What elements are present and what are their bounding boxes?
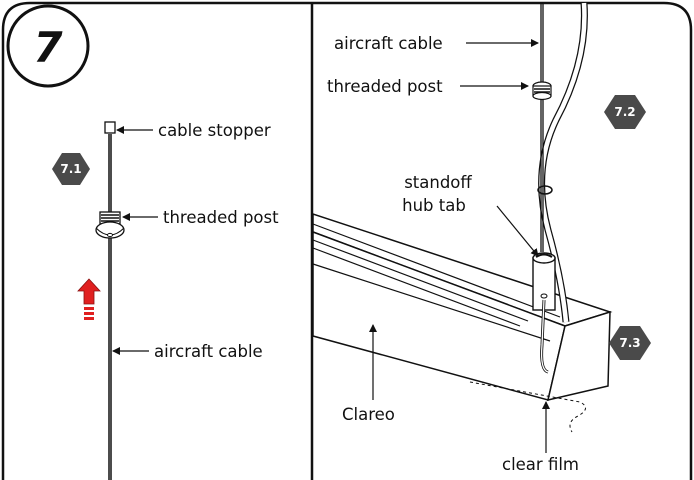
right-panel: 7.2 7.3 aircraft cable threaded post sta… <box>312 2 651 474</box>
badge-7-3: 7.3 <box>609 326 651 360</box>
cable-stopper-icon <box>104 121 116 134</box>
label-aircraft-cable-left: aircraft cable <box>154 342 263 361</box>
label-standoff: standoff <box>404 173 472 192</box>
fixture-groove <box>312 223 561 342</box>
step-number-badge: 7 <box>6 4 90 88</box>
left-panel: 7.1 cable stopper threaded post aircraft… <box>52 121 279 480</box>
badge-7-2: 7.2 <box>604 95 646 129</box>
up-arrow-icon <box>77 278 101 320</box>
label-hub-tab: hub tab <box>402 196 466 215</box>
label-aircraft-cable-right: aircraft cable <box>334 34 443 53</box>
label-threaded-post-left: threaded post <box>163 208 279 227</box>
threaded-post-icon-right <box>532 81 552 101</box>
badge-7-1: 7.1 <box>52 153 90 185</box>
label-clear-film: clear film <box>502 455 579 474</box>
step-number: 7 <box>33 23 63 72</box>
svg-text:7.1: 7.1 <box>60 162 81 176</box>
svg-text:7.3: 7.3 <box>619 336 640 350</box>
svg-text:7.2: 7.2 <box>614 105 635 119</box>
label-cable-stopper: cable stopper <box>158 121 271 140</box>
clear-film-outline <box>469 381 586 433</box>
label-threaded-post-right: threaded post <box>327 77 443 96</box>
label-clareo: Clareo <box>342 405 395 424</box>
threaded-post-icon <box>95 211 125 239</box>
